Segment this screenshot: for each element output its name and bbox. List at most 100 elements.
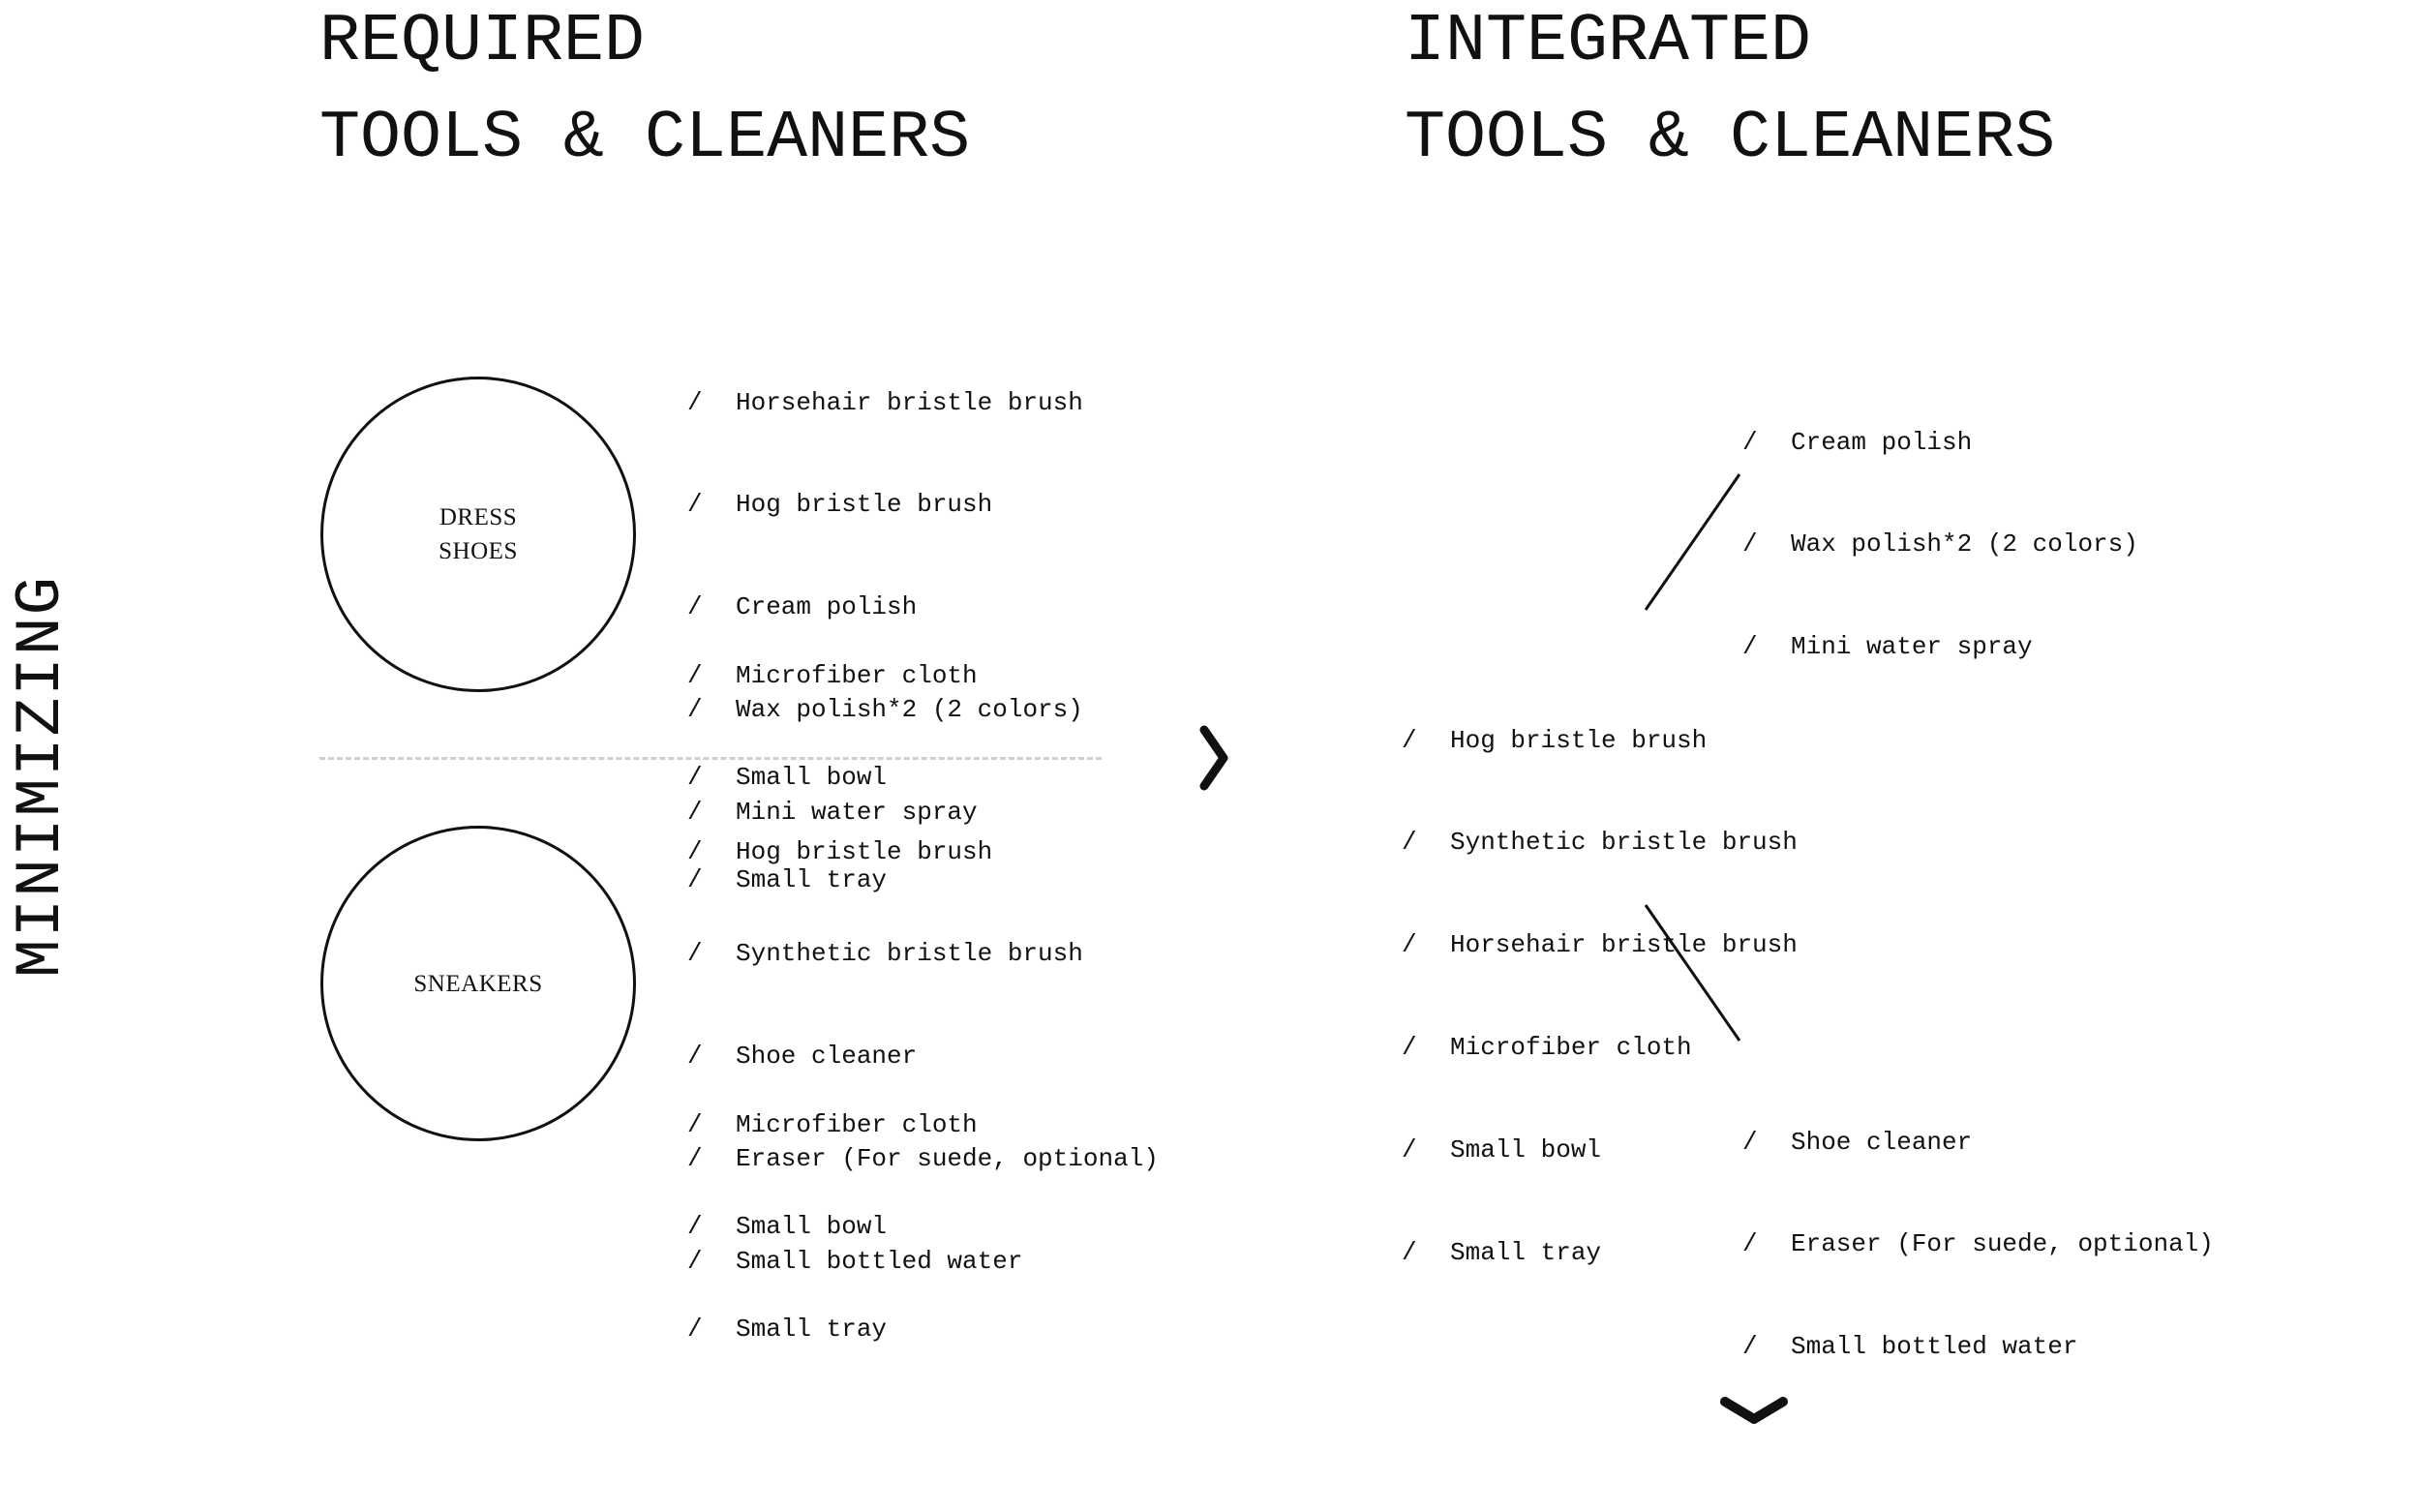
dress-shoes-tools-list: / Horsehair bristle brush / Hog bristle br… [687, 318, 1083, 864]
dress-shoes-circle: DRESS SHOES [320, 377, 636, 692]
bullet-slash: / [687, 798, 703, 828]
list-item: / Horsehair bristle brush [1402, 928, 1798, 962]
list-item-text: Cream polish [1791, 427, 1973, 457]
bullet-slash: / [687, 1315, 703, 1345]
bullet-slash: / [687, 1144, 703, 1174]
bullet-slash: / [1742, 529, 1758, 559]
dress-shoes-label: DRESS SHOES [439, 500, 518, 568]
list-item-text: Shoe cleaner [736, 1042, 918, 1072]
list-item: /Microfiber cloth [687, 1108, 978, 1142]
list-item-text: Small tray [1450, 1238, 1602, 1268]
bullet-slash: / [1742, 1332, 1758, 1362]
bullet-slash: / [1742, 427, 1758, 457]
list-item-text: Mini water spray [736, 798, 978, 828]
bullet-slash: / [687, 387, 703, 417]
list-item-text: Hog bristle brush [736, 836, 993, 866]
bullet-slash: / [1402, 1135, 1417, 1165]
required-heading-line-1: REQUIRED [319, 4, 646, 80]
dress-shoes-label-line-2: SHOES [439, 538, 518, 564]
bullet-slash: / [1402, 828, 1417, 858]
connector-line-top [1644, 473, 1741, 611]
list-item-text: Synthetic bristle brush [1450, 828, 1798, 858]
bullet-slash: / [1742, 1229, 1758, 1259]
list-item: / Small bowl [1402, 1134, 1798, 1167]
bullet-slash: / [687, 763, 703, 793]
list-item-text: Wax polish*2 (2 colors) [1791, 529, 2138, 559]
bullet-slash: / [1742, 632, 1758, 662]
list-item-text: Small bottled water [1791, 1332, 2078, 1362]
required-heading: REQUIRED TOOLS & CLEANERS [319, 0, 970, 188]
integrated-heading-line-2: TOOLS & CLEANERS [1405, 101, 2056, 177]
list-item-text: Wax polish*2 (2 colors) [736, 695, 1083, 725]
list-item: / Shoe cleaner [1742, 1126, 2214, 1160]
list-item: /Microfiber cloth [1402, 1031, 1798, 1065]
list-item: / Wax polish*2 (2 colors) [1742, 528, 2138, 561]
list-item-text: Small bowl [1450, 1135, 1602, 1165]
list-item-text: Horsehair bristle brush [1450, 930, 1798, 960]
list-item: / Synthetic bristle brush [1402, 826, 1798, 860]
list-item: / Hog bristle brush [687, 835, 1159, 869]
list-item: / Mini water spray [687, 796, 1083, 830]
bullet-slash: / [687, 695, 703, 725]
list-item: /Small tray [687, 1313, 978, 1346]
dress-shoes-accessories-list: / Microfiber cloth / Small bowl / Small tra… [687, 590, 978, 932]
integrated-heading: INTEGRATED TOOLS & CLEANERS [1405, 0, 2055, 188]
list-item-text: Eraser (For suede, optional) [1791, 1229, 2214, 1259]
list-item-text: Cream polish [736, 592, 918, 622]
section-divider [319, 757, 1102, 760]
list-item: /Shoe cleaner [687, 1040, 1159, 1074]
bullet-slash: / [687, 1247, 703, 1277]
list-item: / Hog bristle brush [1402, 724, 1798, 758]
list-item-text: Microfiber cloth [736, 660, 978, 690]
list-item: /Small bowl [687, 1210, 978, 1244]
chevron-right-icon[interactable] [1198, 724, 1231, 792]
list-item: / Microfiber cloth [687, 659, 978, 693]
sneakers-tools-list: / Hog bristle brush / Synthetic bristle br… [687, 767, 1159, 1314]
list-item-text: Microfiber cloth [736, 1109, 978, 1139]
list-item-text: Shoe cleaner [1791, 1127, 1973, 1157]
chevron-down-icon[interactable] [1719, 1394, 1789, 1429]
list-item-text: Horsehair bristle brush [736, 387, 1083, 417]
list-item-text: Eraser (For suede, optional) [736, 1144, 1159, 1174]
sneakers-label: SNEAKERS [413, 967, 542, 1001]
dress-shoes-label-line-1: DRESS [439, 504, 518, 530]
list-item-text: Hog bristle brush [1450, 725, 1708, 755]
integrated-sneaker-cleaners-list: / Shoe cleaner / Eraser (For suede, option… [1742, 1057, 2214, 1399]
list-item: / Eraser (For suede, optional) [1742, 1227, 2214, 1261]
list-item-text: Mini water spray [1791, 632, 2033, 662]
bullet-slash: / [1742, 1127, 1758, 1157]
list-item-text: Small bowl [736, 763, 888, 793]
list-item-text: Synthetic bristle brush [736, 939, 1083, 969]
list-item: / Small bottled water [687, 1245, 1159, 1279]
list-item: / Small bowl [687, 761, 978, 795]
sneakers-label-line-1: SNEAKERS [413, 970, 543, 997]
list-item-text: Microfiber cloth [1450, 1033, 1692, 1063]
bullet-slash: / [687, 865, 703, 895]
connector-line-bottom [1644, 904, 1741, 1042]
integrated-shared-tools-list: / Hog bristle brush / Synthetic bristle br… [1402, 655, 1798, 1305]
bullet-slash: / [687, 836, 703, 866]
list-item-text: Small bottled water [736, 1247, 1023, 1277]
list-item: / Synthetic bristle brush [687, 937, 1159, 971]
list-item: / Wax polish*2 (2 colors) [687, 693, 1083, 727]
bullet-slash: / [687, 660, 703, 690]
list-item: / Mini water spray [1742, 630, 2138, 664]
bullet-slash: / [1402, 930, 1417, 960]
bullet-slash: / [1402, 1238, 1417, 1268]
bullet-slash: / [687, 592, 703, 622]
bullet-slash: / [687, 939, 703, 969]
list-item: / Hog bristle brush [687, 488, 1083, 522]
list-item-text: Small tray [736, 865, 888, 895]
required-heading-line-2: TOOLS & CLEANERS [319, 101, 971, 177]
bullet-slash: / [687, 1212, 703, 1242]
list-item: / Cream polish [1742, 426, 2138, 460]
sneakers-circle: SNEAKERS [320, 826, 636, 1141]
list-item: / Eraser (For suede, optional) [687, 1142, 1159, 1176]
bullet-slash: / [687, 490, 703, 520]
list-item-text: Hog bristle brush [736, 490, 993, 520]
bullet-slash: / [1402, 725, 1417, 755]
sneakers-accessories-list: /Microfiber cloth /Small bowl /Small tra… [687, 1040, 978, 1381]
list-item: / Small tray [1402, 1236, 1798, 1270]
integrated-heading-line-1: INTEGRATED [1405, 4, 1812, 80]
integrated-polish-list: / Cream polish / Wax polish*2 (2 colors) /… [1742, 357, 2138, 699]
